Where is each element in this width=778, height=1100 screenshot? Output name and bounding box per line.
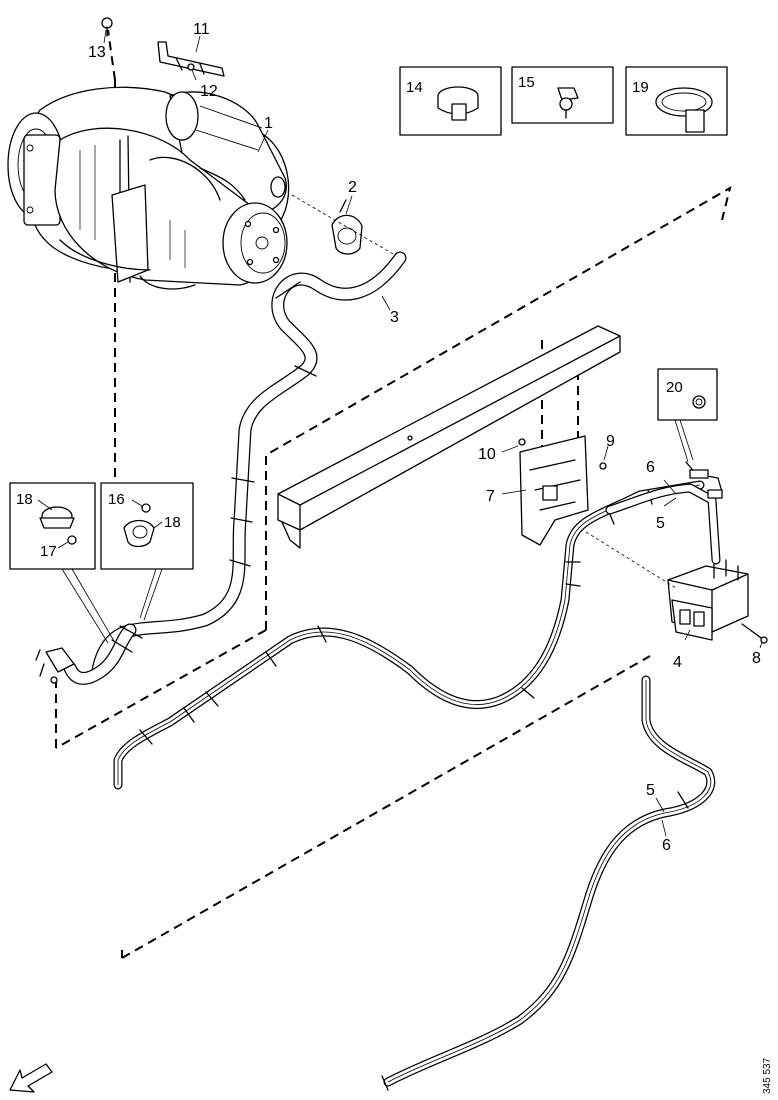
inset-label-17: 17 [40,543,57,560]
callout-5-lower: 5 [646,782,655,799]
clamp-axis-line [291,194,401,259]
inset-box-15: 15 [511,66,614,124]
inset-label-20: 20 [666,379,683,396]
arrow-front-icon [9,1063,53,1093]
inset-label-18b: 18 [164,514,181,531]
reference-number: 345 537 [762,1057,773,1094]
callouts: 1 2 3 4 5 5 6 6 7 8 9 10 11 12 13 [88,21,761,854]
bracket-part-7 [518,435,607,546]
callout-leaders [103,29,763,837]
cross-member [277,325,621,549]
clamp-part-2 [331,199,363,255]
tailpipe-section [35,623,143,685]
doser-axis-line [585,531,677,589]
callout-10: 10 [478,446,496,463]
callout-3: 3 [390,309,399,326]
callout-9: 9 [606,433,615,450]
callout-12: 12 [200,83,218,100]
callout-1: 1 [264,115,273,132]
inset-label-16: 16 [108,491,125,508]
exhaust-pipe-part-3 [91,251,407,677]
connector-part-20-harness [685,461,723,499]
callout-6-lower: 6 [662,837,671,854]
callout-7: 7 [486,488,495,505]
inset-box-clamp-17-18: 18 17 [9,482,96,570]
inset-label-15: 15 [518,74,535,91]
inset-box-19: 19 [625,66,728,136]
aftertreatment-unit [7,86,290,290]
dosing-unit-part-4 [667,559,768,644]
tube-bundle-parts-5-6 [113,480,721,1091]
inset-box-20: 20 [657,368,718,463]
callout-13: 13 [88,44,106,61]
inset-box-clamp-16-18: 16 18 [100,482,194,570]
callout-5-upper: 5 [656,515,665,532]
inset-leaders [61,568,163,644]
screw-part-13 [101,17,113,37]
bracket-part-11 [157,41,225,77]
inset-label-19: 19 [632,79,649,96]
callout-8: 8 [752,650,761,667]
inset-label-14: 14 [406,79,423,96]
callout-11: 11 [193,21,210,38]
inset-label-18a: 18 [16,491,33,508]
callout-2: 2 [348,179,357,196]
inset-box-14: 14 [399,66,502,136]
callout-6-upper: 6 [646,459,655,476]
callout-4: 4 [673,654,682,671]
